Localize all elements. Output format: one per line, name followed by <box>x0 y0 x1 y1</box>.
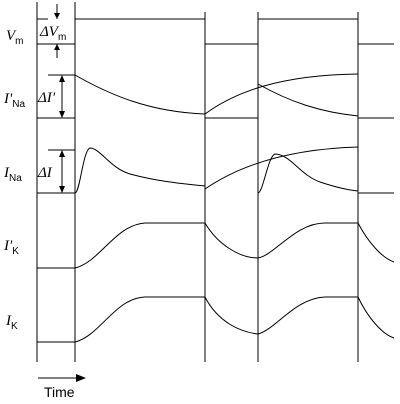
ik-prime-rise-1 <box>74 222 205 269</box>
label-ik: IK <box>5 313 18 332</box>
row-labels: Vm I'Na INa I'K IK <box>3 28 25 332</box>
ina-row <box>37 146 394 194</box>
ik-decay-1 <box>204 296 259 335</box>
label-delta-i: ΔI <box>37 165 53 181</box>
time-markers <box>36 2 359 362</box>
ik-prime-row <box>37 222 395 269</box>
vm-row <box>37 18 394 45</box>
di-arrowhead-bottom <box>59 186 65 193</box>
ik-prime-rise-2 <box>257 222 358 259</box>
dvm-arrowhead-bottom <box>54 44 60 50</box>
label-ik-prime: I'K <box>3 238 19 257</box>
delta-markers <box>37 4 65 193</box>
label-delta-i-prime: ΔI' <box>37 90 56 106</box>
label-ina-prime: I'Na <box>3 91 25 110</box>
ina-prime-decay-2 <box>257 83 359 117</box>
ina-transient-1 <box>74 147 206 194</box>
di-arrowhead-top <box>59 150 65 157</box>
ina-rise <box>204 146 359 190</box>
delta-labels: ΔVm ΔI' ΔI <box>37 24 66 181</box>
dvm-arrowhead-top <box>54 13 60 19</box>
time-label: Time <box>44 384 75 400</box>
vm-trace <box>37 18 394 45</box>
label-delta-vm: ΔVm <box>39 24 66 43</box>
ina-prime-row <box>37 73 394 119</box>
label-vm: Vm <box>6 28 24 47</box>
label-ina: INa <box>3 165 22 184</box>
dip-arrowhead-top <box>59 75 65 82</box>
ik-prime-decay-2 <box>357 222 395 263</box>
ik-prime-decay-1 <box>204 222 259 259</box>
ik-decay-2 <box>357 296 395 339</box>
ik-rise-2 <box>257 296 358 335</box>
dip-arrowhead-bottom <box>59 111 65 118</box>
ina-transient-2 <box>257 153 359 194</box>
ik-row <box>37 296 395 343</box>
ina-prime-decay-1 <box>74 74 206 115</box>
ik-rise-1 <box>74 296 205 343</box>
time-arrowhead <box>76 374 86 382</box>
ina-prime-rise <box>204 73 359 115</box>
time-axis: Time <box>38 374 86 400</box>
